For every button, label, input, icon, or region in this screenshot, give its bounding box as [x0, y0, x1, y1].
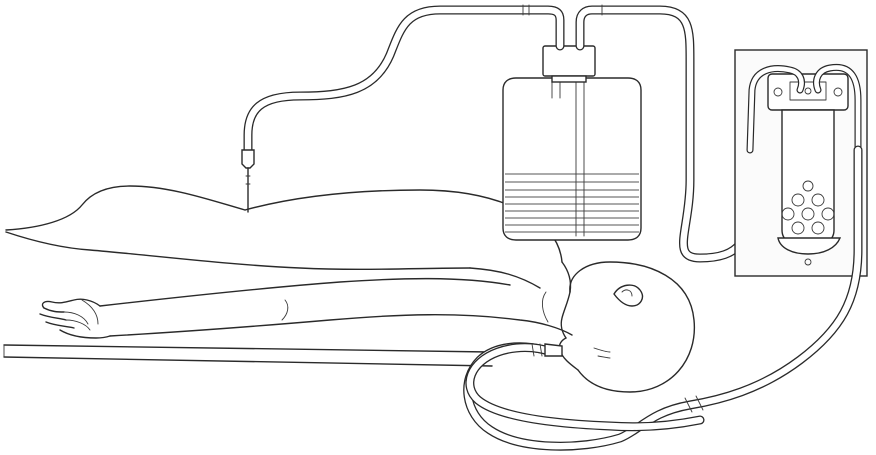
collection-bottle — [503, 72, 641, 240]
patient-hand — [40, 299, 110, 338]
drain-catheter — [242, 150, 254, 212]
suction-pump-panel — [735, 50, 867, 276]
mouthpiece — [545, 344, 562, 356]
bottle-stopper — [543, 46, 595, 82]
patient-head — [542, 262, 694, 392]
table-edge — [4, 345, 492, 366]
